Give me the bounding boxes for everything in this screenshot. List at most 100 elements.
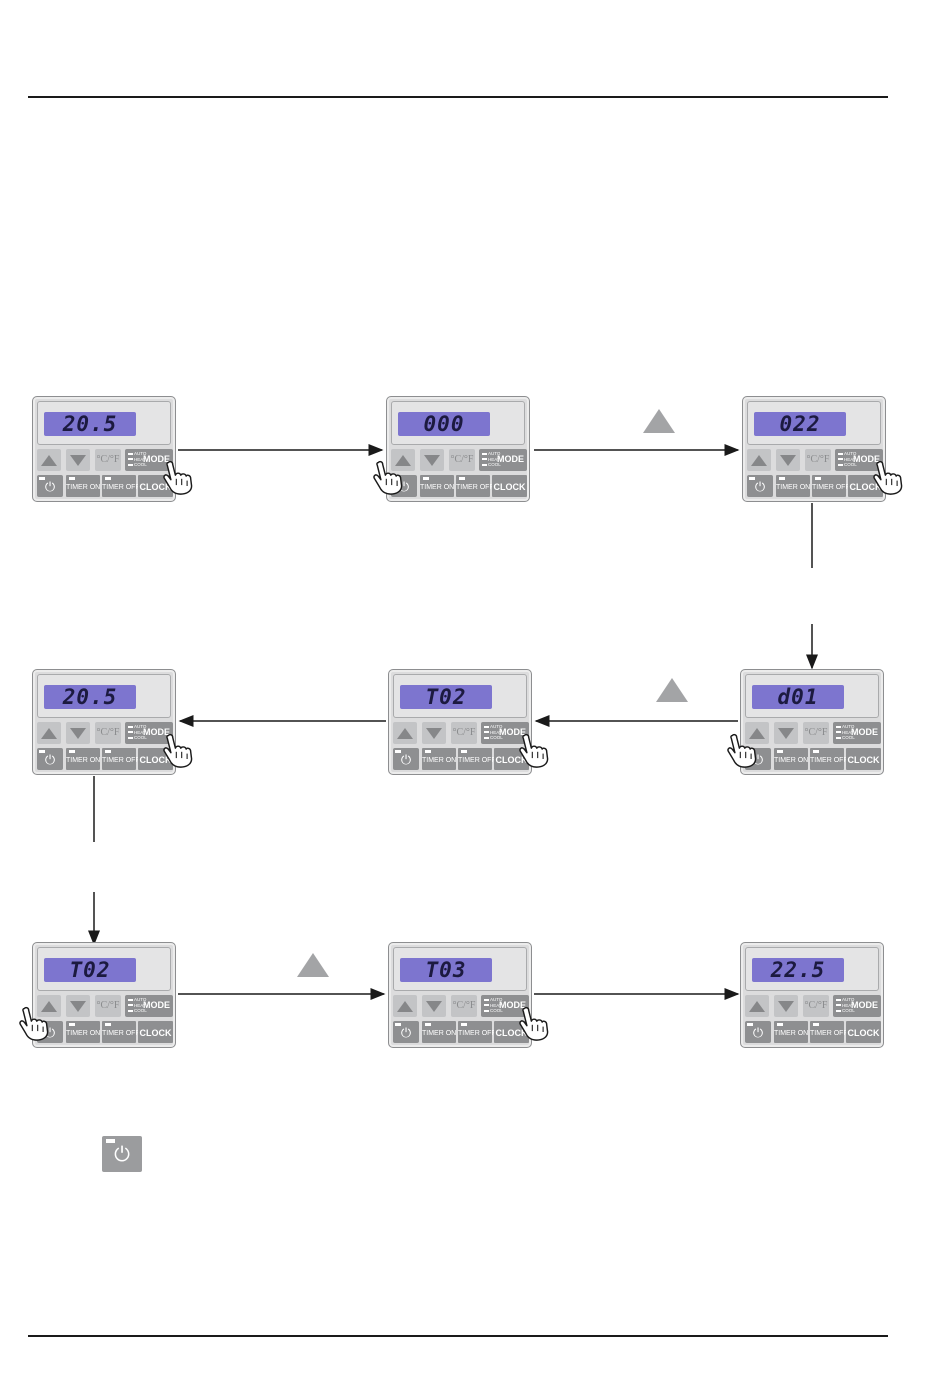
timer-off-button[interactable]: TIMER OFF	[102, 1021, 140, 1043]
unit-button[interactable]: °C/°F	[451, 995, 477, 1017]
clock-button[interactable]: CLOCK	[138, 748, 173, 770]
down-button[interactable]	[66, 449, 90, 471]
unit-button[interactable]: °C/°F	[805, 449, 831, 471]
down-arrow-icon	[426, 727, 442, 739]
mode-option-auto: AUTO	[128, 724, 147, 730]
up-button[interactable]	[37, 449, 61, 471]
down-button[interactable]	[422, 995, 446, 1017]
unit-button[interactable]: °C/°F	[803, 722, 829, 744]
unit-button[interactable]: °C/°F	[95, 995, 121, 1017]
down-button[interactable]	[774, 722, 798, 744]
lcd-display: 20.5	[44, 685, 136, 709]
pointing-hand-icon	[19, 1006, 49, 1041]
up-button[interactable]	[393, 722, 417, 744]
clock-button[interactable]: CLOCK	[138, 1021, 173, 1043]
clock-button[interactable]: CLOCK	[494, 1021, 529, 1043]
timer-on-button[interactable]: TIMER ON	[420, 475, 454, 497]
timer-on-button[interactable]: TIMER ON	[422, 1021, 456, 1043]
down-arrow-icon	[70, 1000, 86, 1012]
power-button[interactable]: ⏻	[37, 748, 63, 770]
up-button[interactable]	[745, 995, 769, 1017]
mode-option-heat: HEAT	[128, 1003, 147, 1009]
clock-button[interactable]: CLOCK	[138, 475, 173, 497]
timer-off-button[interactable]: TIMER OFF	[456, 475, 494, 497]
power-button[interactable]: ⏻	[393, 1021, 419, 1043]
up-button[interactable]	[391, 449, 415, 471]
timer-on-button[interactable]: TIMER ON	[774, 1021, 808, 1043]
display-frame: T03	[393, 947, 527, 991]
timer-on-button[interactable]: TIMER ON	[776, 475, 810, 497]
timer-off-button[interactable]: TIMER OFF	[812, 475, 850, 497]
down-button[interactable]	[776, 449, 800, 471]
up-button[interactable]	[747, 449, 771, 471]
down-button[interactable]	[66, 722, 90, 744]
clock-button[interactable]: CLOCK	[848, 475, 883, 497]
down-button[interactable]	[66, 995, 90, 1017]
power-button[interactable]: ⏻	[393, 748, 419, 770]
timer-off-button[interactable]: TIMER OFF	[810, 1021, 848, 1043]
power-icon: ⏻	[398, 479, 410, 494]
timer-on-button[interactable]: TIMER ON	[422, 748, 456, 770]
timer-off-button[interactable]: TIMER OFF	[810, 748, 848, 770]
unit-button[interactable]: °C/°F	[451, 722, 477, 744]
bottom-button-row: ⏻ TIMER ON TIMER OFF CLOCK	[37, 748, 173, 770]
clock-button[interactable]: CLOCK	[494, 748, 529, 770]
unit-button[interactable]: °C/°F	[95, 722, 121, 744]
power-button[interactable]: ⏻	[747, 475, 773, 497]
up-arrow-icon	[749, 1000, 765, 1012]
timer-on-button[interactable]: TIMER ON	[774, 748, 808, 770]
timer-on-button[interactable]: TIMER ON	[66, 475, 100, 497]
bottom-button-row: ⏻ TIMER ON TIMER OFF CLOCK	[745, 1021, 881, 1043]
unit-button[interactable]: °C/°F	[449, 449, 475, 471]
up-button[interactable]	[745, 722, 769, 744]
up-arrow-icon	[751, 454, 767, 466]
clock-button[interactable]: CLOCK	[492, 475, 527, 497]
timer-on-button[interactable]: TIMER ON	[66, 748, 100, 770]
timer-on-button[interactable]: TIMER ON	[66, 1021, 100, 1043]
down-arrow-icon	[778, 727, 794, 739]
pointing-hand-icon	[163, 733, 193, 768]
mode-option-auto: AUTO	[836, 997, 855, 1003]
up-arrow-icon	[397, 727, 413, 739]
display-frame: T02	[393, 674, 527, 718]
down-button[interactable]	[774, 995, 798, 1017]
timer-off-button[interactable]: TIMER OFF	[458, 1021, 496, 1043]
down-button[interactable]	[420, 449, 444, 471]
up-arrow-marker	[297, 953, 329, 977]
down-button[interactable]	[422, 722, 446, 744]
up-button[interactable]	[393, 995, 417, 1017]
timer-off-button[interactable]: TIMER OFF	[458, 748, 496, 770]
up-button[interactable]	[37, 995, 61, 1017]
mode-option-cool: COOL	[836, 735, 855, 741]
mode-label: MODE	[851, 727, 878, 737]
up-button[interactable]	[37, 722, 61, 744]
bottom-button-row: ⏻ TIMER ON TIMER OFF CLOCK	[745, 748, 881, 770]
mode-option-auto: AUTO	[128, 997, 147, 1003]
power-button[interactable]: ⏻	[745, 1021, 771, 1043]
clock-button[interactable]: CLOCK	[846, 1021, 881, 1043]
mode-label: MODE	[499, 727, 526, 737]
power-icon: ⏻	[44, 752, 56, 767]
down-arrow-icon	[426, 1000, 442, 1012]
unit-button[interactable]: °C/°F	[803, 995, 829, 1017]
unit-button[interactable]: °C/°F	[95, 449, 121, 471]
timer-off-button[interactable]: TIMER OFF	[102, 748, 140, 770]
bottom-button-row: ⏻ TIMER ON TIMER OFF CLOCK	[393, 748, 529, 770]
timer-off-button[interactable]: TIMER OFF	[102, 475, 140, 497]
clock-button[interactable]: CLOCK	[846, 748, 881, 770]
bottom-button-row: ⏻ TIMER ON TIMER OFF CLOCK	[391, 475, 527, 497]
power-button[interactable]: ⏻	[37, 475, 63, 497]
lcd-display: T03	[400, 958, 492, 982]
